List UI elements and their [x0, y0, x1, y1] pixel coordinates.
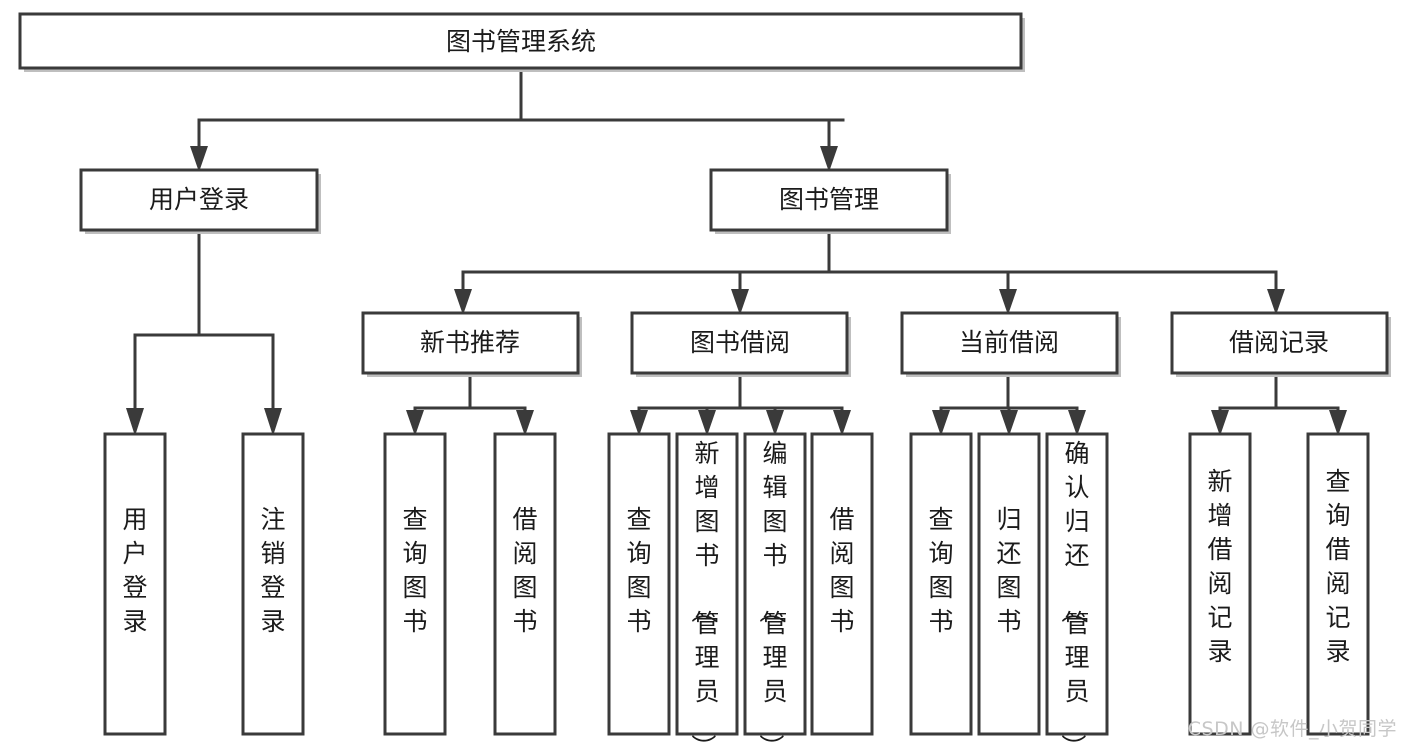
new-book-recommend-label: 新书推荐	[420, 328, 520, 357]
user-login-box	[79, 168, 319, 232]
arrow-current-borrow-leaf-3	[1068, 410, 1086, 436]
leaf-borrow-record-query[interactable]: 查询借阅记录	[1306, 432, 1370, 736]
leaf-box	[675, 432, 739, 736]
arrow-current-borrow-leaf-2	[1000, 410, 1018, 436]
leaf-current-borrow-query[interactable]: 查询图书	[909, 432, 973, 736]
leaf-label: 新增借阅记录	[1207, 467, 1232, 666]
arrow-to-book-manage	[820, 146, 838, 172]
borrow-record-box	[1170, 311, 1389, 375]
arrow-book-borrow-leaf-4	[833, 410, 851, 436]
arrow-to-borrow-record	[1267, 289, 1285, 315]
csdn-watermark: CSDN @软件_小贺同学	[1187, 718, 1397, 740]
arrow-to-user-login	[190, 146, 208, 172]
node-root-book-management-system[interactable]: 图书管理系统	[18, 12, 1025, 72]
arrow-borrow-record-leaf-2	[1329, 410, 1347, 436]
connector-layer	[126, 66, 1347, 436]
leaf-current-borrow-confirm-return[interactable]: 确认归还（管理员）	[1045, 432, 1109, 747]
book-management-label: 图书管理	[779, 185, 879, 214]
arrow-book-borrow-leaf-3	[766, 410, 784, 436]
leaf-book-borrow-edit[interactable]: 编辑图书（管理员）	[743, 432, 807, 747]
book-borrow-box	[630, 311, 849, 375]
leaf-label: 查询图书	[402, 505, 427, 636]
root-box	[18, 12, 1023, 70]
new-book-recommend-box	[361, 311, 580, 375]
leaf-box	[1045, 432, 1109, 736]
leaf-book-borrow-query[interactable]: 查询图书	[607, 432, 671, 736]
leaf-box	[241, 432, 305, 736]
leaf-new-book-borrow[interactable]: 借阅图书	[493, 432, 557, 736]
node-borrow-record[interactable]: 借阅记录	[1170, 311, 1391, 377]
arrow-new-book-leaf-1	[406, 410, 424, 436]
node-user-login[interactable]: 用户登录	[79, 168, 321, 234]
book-management-box	[709, 168, 949, 232]
root-label: 图书管理系统	[446, 27, 596, 56]
leaf-book-borrow-add[interactable]: 新增图书（管理员）	[675, 432, 739, 747]
leaf-book-borrow-borrow[interactable]: 借阅图书	[810, 432, 874, 736]
leaf-box	[1306, 432, 1370, 736]
leaf-box	[977, 432, 1041, 736]
leaf-user-login-login[interactable]: 用户登录	[103, 432, 167, 736]
leaf-new-book-query[interactable]: 查询图书	[383, 432, 447, 736]
leaf-label: 编辑图书（管理员）	[756, 439, 787, 747]
leaf-label: 借阅图书	[512, 505, 537, 636]
leaf-box	[607, 432, 671, 736]
leaf-box	[103, 432, 167, 736]
leaf-label: 归还图书	[996, 505, 1021, 636]
current-borrow-box	[900, 311, 1119, 375]
leaf-label: 查询图书	[928, 505, 953, 636]
leaf-label: 注销登录	[260, 505, 285, 636]
book-borrow-label: 图书借阅	[690, 328, 790, 357]
node-book-borrow[interactable]: 图书借阅	[630, 311, 851, 377]
arrow-to-book-borrow	[731, 289, 749, 315]
leaf-box	[909, 432, 973, 736]
leaf-box	[1188, 432, 1252, 736]
leaf-label: 新增图书（管理员）	[688, 439, 719, 747]
node-new-book-recommend[interactable]: 新书推荐	[361, 311, 582, 377]
current-borrow-label: 当前借阅	[959, 328, 1059, 357]
arrow-new-book-leaf-2	[516, 410, 534, 436]
leaf-user-login-logout[interactable]: 注销登录	[241, 432, 305, 736]
leaf-label: 查询借阅记录	[1325, 467, 1350, 666]
user-login-label: 用户登录	[149, 185, 249, 214]
node-current-borrow[interactable]: 当前借阅	[900, 311, 1121, 377]
leaf-box	[743, 432, 807, 736]
arrow-to-new-book	[454, 289, 472, 315]
leaf-box	[493, 432, 557, 736]
arrow-book-borrow-leaf-1	[630, 410, 648, 436]
leaf-borrow-record-add[interactable]: 新增借阅记录	[1188, 432, 1252, 736]
leaf-current-borrow-return[interactable]: 归还图书	[977, 432, 1041, 736]
arrow-borrow-record-leaf-1	[1211, 410, 1229, 436]
arrow-book-borrow-leaf-2	[698, 410, 716, 436]
borrow-record-label: 借阅记录	[1229, 328, 1329, 357]
node-book-management[interactable]: 图书管理	[709, 168, 951, 234]
leaf-box	[383, 432, 447, 736]
leaf-label: 确认归还（管理员）	[1058, 439, 1089, 747]
arrow-user-login-leaf-2	[264, 408, 282, 436]
arrow-user-login-leaf-1	[126, 408, 144, 436]
arrow-current-borrow-leaf-1	[932, 410, 950, 436]
leaf-label: 用户登录	[122, 505, 147, 636]
leaf-label: 查询图书	[626, 505, 651, 636]
leaf-box	[810, 432, 874, 736]
arrow-to-current-borrow	[999, 289, 1017, 315]
leaf-label: 借阅图书	[829, 505, 854, 636]
